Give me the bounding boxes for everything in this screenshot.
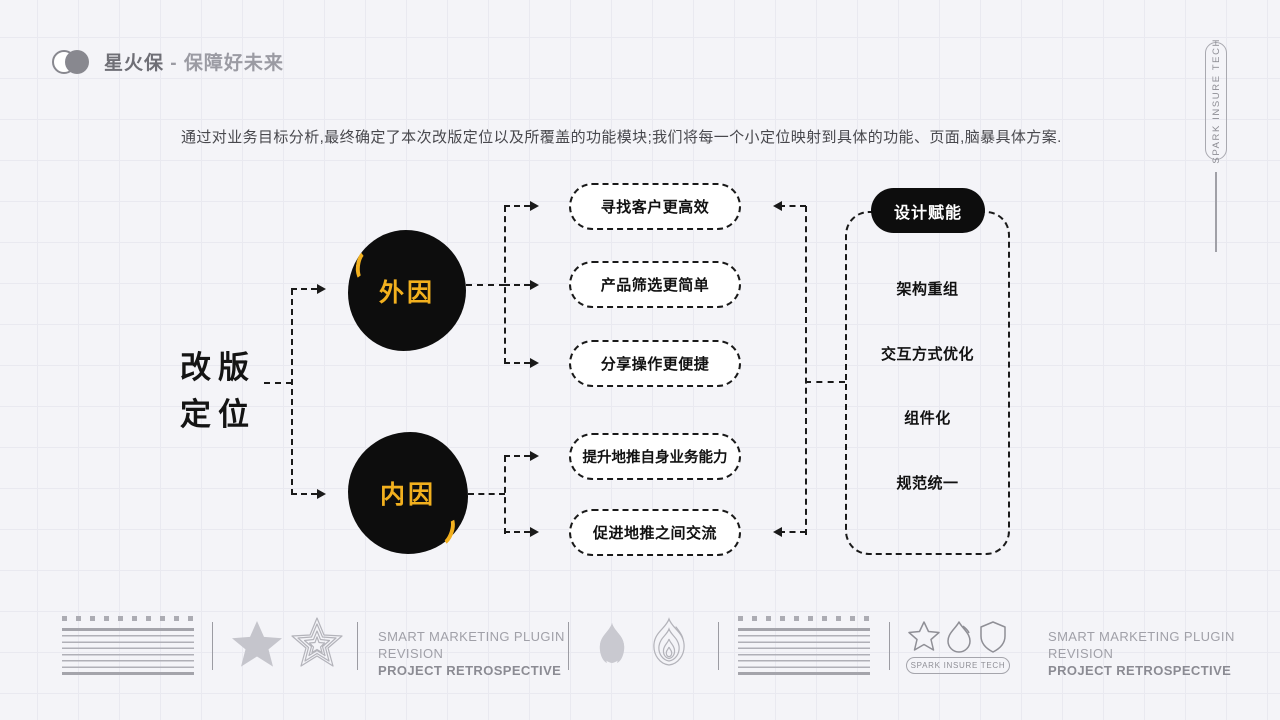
brand-name: 星火保 — [104, 53, 165, 74]
arrowhead-goal1 — [530, 201, 544, 211]
connector-to-internal — [291, 493, 317, 495]
goal-label-5: 促进地推之间交流 — [592, 525, 717, 542]
vertical-divider — [1215, 172, 1217, 252]
brand-tagline: - 保障好未来 — [170, 53, 284, 74]
connector-design-top — [779, 205, 806, 207]
footer-divider — [568, 622, 569, 670]
arrowhead-goal2 — [530, 280, 544, 290]
goal-label-4: 提升地推自身业务能力 — [582, 450, 728, 466]
flame-filled-icon — [599, 623, 625, 663]
connector-external-out — [466, 284, 505, 286]
root-label-line1: 改版 — [180, 350, 256, 385]
arrowhead-design-top — [768, 201, 782, 211]
brand-logo: 星火保 - 保障好未来 — [52, 48, 284, 75]
arrowhead-external — [317, 284, 331, 294]
arrowhead-goal5 — [530, 527, 544, 537]
design-item-3: 组件化 — [904, 410, 951, 427]
project-text-block: SMART MARKETING PLUGIN REVISION PROJECT … — [378, 628, 565, 679]
highlight-arc-icon — [353, 248, 377, 284]
project-line-2: REVISION — [1048, 646, 1114, 661]
intro-text: 通过对业务目标分析,最终确定了本次改版定位以及所覆盖的功能模块;我们将每一个小定… — [181, 129, 1062, 146]
drop-outline-icon — [947, 621, 971, 653]
highlight-arc-icon — [431, 512, 459, 548]
connector-design-spine — [805, 206, 807, 535]
lined-paper-icon — [738, 616, 870, 675]
goal-capsule-5: 促进地推之间交流 — [569, 509, 741, 556]
design-item-1: 架构重组 — [896, 281, 959, 298]
connector-goal3 — [504, 362, 530, 364]
project-line-1: SMART MARKETING PLUGIN — [378, 629, 565, 644]
goal-label-1: 寻找客户更高效 — [600, 199, 710, 216]
footer-badge-text: SPARK INSURE TECH — [910, 661, 1006, 670]
goal-capsule-1: 寻找客户更高效 — [569, 183, 741, 230]
footer-divider — [212, 622, 213, 670]
arrowhead-goal3 — [530, 358, 544, 368]
connector-design-mid — [805, 381, 845, 383]
project-line-1: SMART MARKETING PLUGIN — [1048, 629, 1235, 644]
goal-capsule-3: 分享操作更便捷 — [569, 340, 741, 387]
connector-goal4 — [504, 455, 530, 457]
footer-divider — [718, 622, 719, 670]
connector-to-external — [291, 288, 317, 290]
connector-goal2 — [504, 284, 530, 286]
goal-label-2: 产品筛选更简单 — [600, 277, 710, 294]
connector-design-bottom — [779, 531, 806, 533]
connector-internal-out — [468, 493, 505, 495]
goal-capsule-2: 产品筛选更简单 — [569, 261, 741, 308]
star-filled-icon — [232, 621, 282, 667]
logo-circle-filled-icon — [65, 49, 89, 74]
vertical-badge: SPARK INSURE TECH — [1205, 38, 1227, 164]
footer-badge-pill: SPARK INSURE TECH — [906, 657, 1010, 674]
node-internal-factor: 内因 — [348, 432, 468, 554]
design-group-box — [845, 211, 1010, 555]
star-outline-icon — [908, 621, 940, 651]
footer-divider — [357, 622, 358, 670]
root-label-line2: 定位 — [180, 397, 256, 432]
shield-outline-icon — [980, 621, 1006, 653]
arrowhead-design-bottom — [768, 527, 782, 537]
design-title: 设计赋能 — [893, 204, 962, 222]
root-label: 改版 定位 — [180, 344, 256, 438]
external-factor-label: 外因 — [378, 278, 435, 307]
star-scribble-icon — [291, 617, 343, 667]
project-line-3: PROJECT RETROSPECTIVE — [1048, 663, 1232, 678]
design-item-4: 规范统一 — [896, 475, 959, 492]
connector-goal5 — [504, 531, 530, 533]
connector-left-trunk — [291, 289, 293, 495]
connector-internal-spine — [504, 456, 506, 534]
vertical-badge-text: SPARK INSURE TECH — [1210, 38, 1222, 164]
connector-root — [264, 382, 292, 384]
lined-paper-icon — [62, 616, 194, 675]
arrowhead-internal — [317, 489, 331, 499]
connector-goal1 — [504, 205, 530, 207]
design-item-2: 交互方式优化 — [880, 346, 974, 363]
internal-factor-label: 内因 — [379, 481, 436, 509]
footer-divider — [889, 622, 890, 670]
design-title-pill: 设计赋能 — [871, 188, 985, 233]
goal-label-3: 分享操作更便捷 — [600, 356, 710, 373]
node-external-factor: 外因 — [348, 230, 466, 351]
flame-scribble-icon — [653, 617, 685, 666]
goal-capsule-4: 提升地推自身业务能力 — [569, 433, 741, 480]
arrowhead-goal4 — [530, 451, 544, 461]
project-line-3: PROJECT RETROSPECTIVE — [378, 663, 562, 678]
project-line-2: REVISION — [378, 646, 444, 661]
project-text-block: SMART MARKETING PLUGIN REVISION PROJECT … — [1048, 628, 1235, 679]
